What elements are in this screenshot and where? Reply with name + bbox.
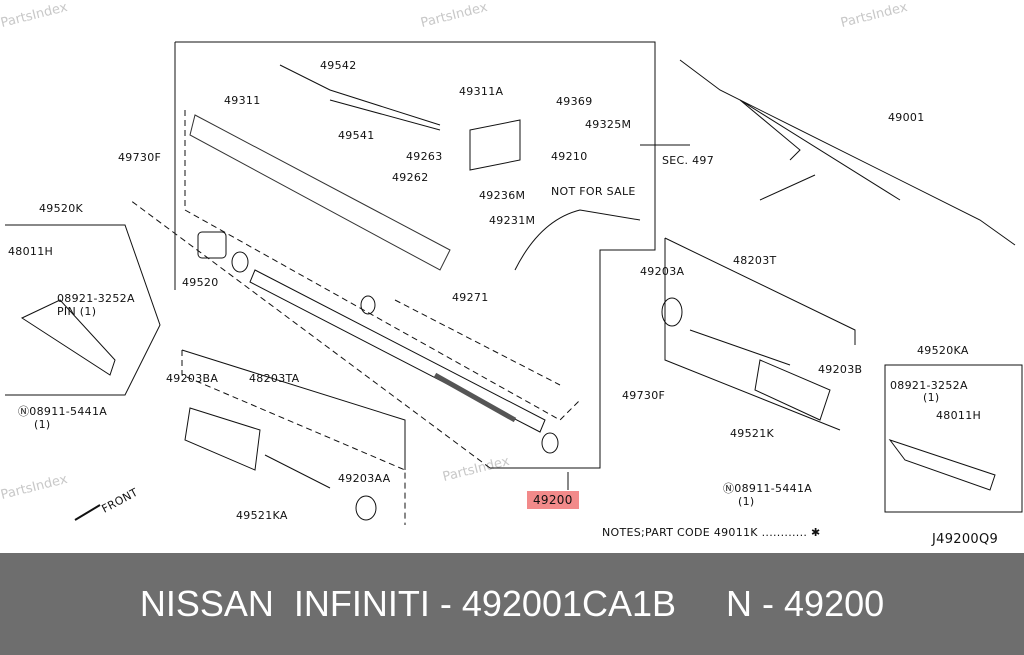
part-label: 49369 xyxy=(556,95,593,108)
box-49520KA xyxy=(884,364,1023,513)
part-label: 49263 xyxy=(406,150,443,163)
part-label: 49520K xyxy=(39,202,84,215)
diagram-code: J49200Q9 xyxy=(932,532,999,547)
part-label: PIN (1) xyxy=(57,305,97,318)
part-label: Ⓝ08911-5441A xyxy=(723,482,813,495)
parts-diagram xyxy=(5,41,1023,525)
part-label: 49520KA xyxy=(917,344,969,357)
part-label: 49236M xyxy=(479,189,526,202)
main-frame xyxy=(175,41,656,469)
part-label: 49325M xyxy=(585,118,632,131)
part-label: 08921-3252A xyxy=(57,292,135,305)
notes: NOTES;PART CODE 49011K ............ ✱ xyxy=(602,526,821,539)
part-label: 49203A xyxy=(640,265,685,278)
part-label: 49542 xyxy=(320,59,357,72)
box-49520K xyxy=(5,224,161,396)
part-label: 49203AA xyxy=(338,472,391,485)
part-label: 48011H xyxy=(8,245,54,258)
part-label: 49231M xyxy=(489,214,536,227)
part-label: 49730F xyxy=(622,389,666,402)
part-label: 49001 xyxy=(888,111,925,124)
not-for-sale-note: NOT FOR SALE xyxy=(551,185,636,198)
part-label: 49521KA xyxy=(236,509,288,522)
part-label: 49730F xyxy=(118,151,162,164)
part-label: 49203BA xyxy=(166,372,219,385)
part-label: 48203TA xyxy=(249,372,300,385)
part-label: 49271 xyxy=(452,291,489,304)
part-label: 48011H xyxy=(936,409,982,422)
part-label: 49262 xyxy=(392,171,429,184)
part-label: (1) xyxy=(738,495,755,508)
part-label: 49210 xyxy=(551,150,588,163)
part-label: (1) xyxy=(34,418,51,431)
part-label: 49311A xyxy=(459,85,504,98)
section-ref: SEC. 497 xyxy=(662,154,715,167)
highlighted-part-label[interactable]: 49200 xyxy=(527,491,579,509)
part-label: (1) xyxy=(923,391,940,404)
part-label: 08921-3252A xyxy=(890,379,968,392)
footer-part-title: NISSAN INFINITI - 492001CA1B N - 49200 xyxy=(0,553,1024,655)
part-label: 48203T xyxy=(733,254,777,267)
part-label: 49311 xyxy=(224,94,261,107)
part-label: 49541 xyxy=(338,129,375,142)
part-label: Ⓝ08911-5441A xyxy=(18,405,108,418)
part-label: 49520 xyxy=(182,276,219,289)
part-label: 49521K xyxy=(730,427,775,440)
part-label: 49203B xyxy=(818,363,863,376)
